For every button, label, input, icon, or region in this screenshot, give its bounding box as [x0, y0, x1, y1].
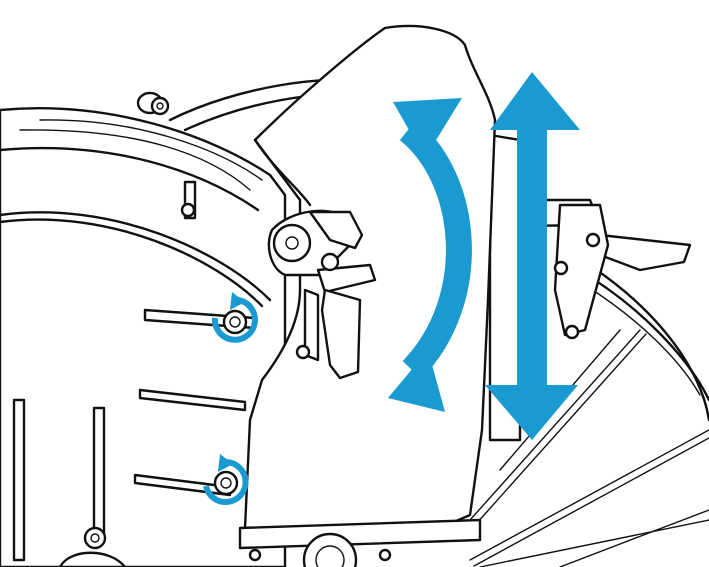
- vertical-double-arrow-icon: [485, 72, 580, 440]
- seat-rail: [58, 518, 482, 567]
- adjustment-slots: [12, 180, 257, 562]
- lower-screw: [83, 526, 107, 550]
- side-guard: [0, 107, 287, 567]
- adjustment-screw-upper: [222, 309, 248, 335]
- mounting-knob: [136, 91, 170, 116]
- backrest-release-lever: [267, 209, 377, 380]
- rotation-indicator-icon: [203, 292, 258, 505]
- slot-screw-top: [180, 202, 196, 218]
- backrest-bracket: [553, 203, 610, 340]
- backrest-frame-tube: [488, 133, 522, 442]
- curved-double-arrow-icon: [388, 98, 472, 412]
- adjustment-screw-lower: [213, 470, 239, 496]
- wheel-spokes: [469, 329, 709, 567]
